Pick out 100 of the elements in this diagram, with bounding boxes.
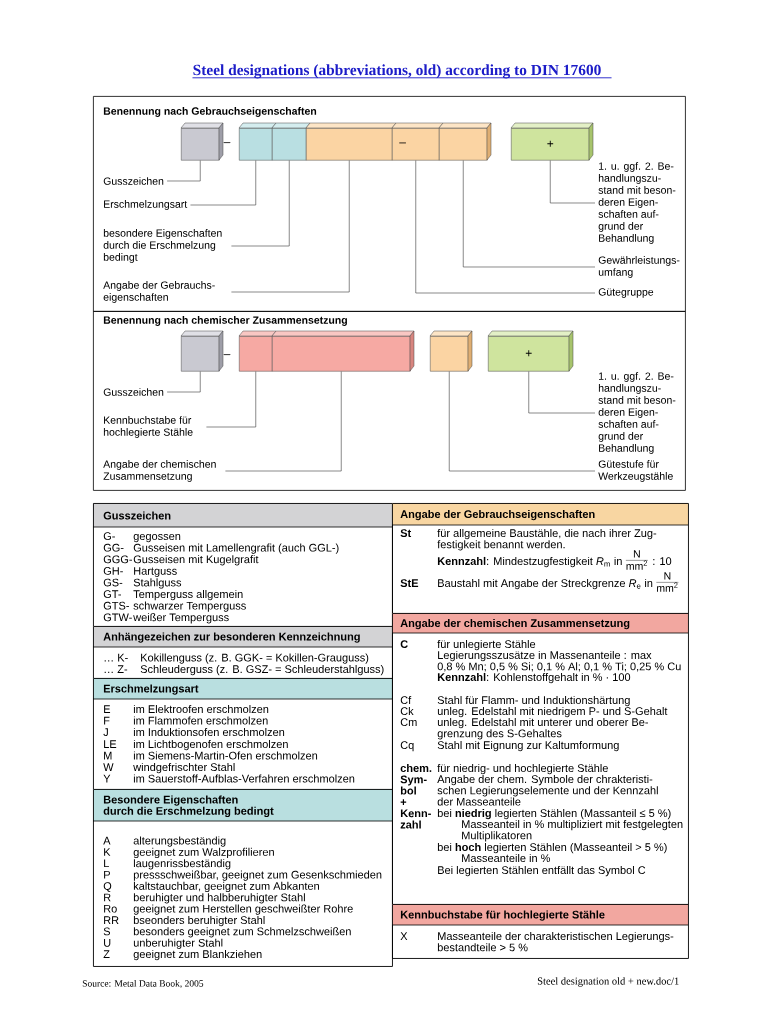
callout-label: besondere Eigenschaften durch die Erschmelzung bedingt [103,229,222,263]
description-text: schwarzer Temperguss [133,601,246,612]
abbreviation: Cm [400,718,417,726]
description-text: besonders geeignet zum Schmelzschweißen [133,927,351,938]
description-text: für unlegierte Stähle [437,639,536,651]
abbreviation: Cq [400,741,414,752]
abbreviation: Cf [400,695,412,704]
description-text: bei hoch legierten Stählen (Masseanteil > 5 %) [437,842,667,854]
description-text: unleg. Edelstahl mit niedrigem P- und S-Gehalt [437,706,668,718]
cuboid-block [180,330,224,372]
description-text: für allgemeine Baustähle, die nach ihrer Zug- festigkeit benannt werden. [437,528,657,551]
description-text: bseonders beruhigter Stahl [133,915,265,927]
abbreviation: GH- [103,567,123,575]
leader-line [166,160,201,182]
cuboid-block [180,122,224,161]
description-text: Kennzahl: Kohlenstoffgehalt in % · 100 [437,672,631,684]
leader-line [190,160,257,206]
callout-label: Kennbuchstabe für hochlegierte Stähle [103,416,193,438]
cuboid-block [438,122,492,161]
section-header: Besondere Eigenschaften durch die Erschmelzung bedingt [92,789,393,822]
abbreviation: R [104,893,111,902]
abbreviation: U [104,939,111,947]
cuboid-block: + [487,330,574,372]
abbreviation: StE [400,579,419,587]
section-header: Anhängezeichen zur besonderen Kennzeichnung [92,626,393,648]
description-text: Baustahl mit Angabe der Streckgrenze R$_{e}$ in [438,578,653,590]
abbreviation: RR [104,916,119,924]
abbreviation: GS- [103,578,123,587]
cuboid-block [271,330,415,372]
callout-label: Erschmelzungsart [104,200,188,210]
title: Steel designations (abbreviations, old) according to DIN 17600 [192,64,612,79]
abbreviation: E [104,705,111,713]
cuboid-block: – [391,122,444,161]
abbreviation: W [103,763,114,771]
callout-label: Gütegruppe [598,288,654,298]
description-text: Gusseisen mit Kugelgrafit [133,555,259,566]
abbreviation: Z [103,950,110,958]
description-text: Schleuderguss (z. B. GSZ- = Schleuderstahlguss) [140,664,384,676]
abbreviation: K [104,848,111,856]
fraction: N mm$^{2}$ [656,572,679,592]
description-text: alterungsbeständig [133,836,226,847]
description-text: für niedrig- und hochlegierte Stähle [437,763,608,775]
description-text: im Flammofen erschmolzen [133,716,268,725]
callout-label: 1. u. ggf. 2. Be- handlungszu- stand mit beson- deren Eigen- schaften auf- grund der Behandlung [598,162,676,244]
cuboid-block [429,330,473,372]
description-text: laugenrissbeständig [133,859,231,870]
description-text: Kokillenguss (z. B. GGK- = Kokillen-Grauguss) [141,653,369,664]
abbreviation: GTW- [103,613,132,622]
description-text: kaltstauchbar, geeignet zum Abkanten [133,881,319,893]
panel-heading: Benennung nach chemischer Zusammensetzung [103,316,347,326]
description-text: bei niedrig legierten Stählen (Massanteil ≤ 5 %) [437,808,671,820]
description-text: geeignet zum Herstellen geschweißter Rohre [133,904,353,915]
leader-line [448,371,596,472]
abbreviation: J [103,728,108,736]
leader-line [231,160,290,247]
description-text: Masseanteile in % [462,853,551,862]
abbreviation: LE [104,740,117,748]
abbreviation: G- [103,532,115,540]
description-text: im Lichtbogenofen erschmolzen [133,739,288,751]
source-note: Source: Metal Data Book, 2005 [82,980,204,989]
leader-line [225,371,342,472]
section-header: Kennbuchstabe für hochlegierte Stähle [391,904,689,926]
abbreviation: M [104,751,112,760]
description-text: im Induktionsofen erschmolzen [133,727,285,736]
description-text: beruhigter und halbberuhigter Stahl [133,893,305,904]
abbreviation: Y [103,774,111,783]
description-text: windgefrischter Stahl [133,762,235,774]
panel-heading: Benennung nach Gebrauchseigenschaften [103,107,317,117]
abbreviation: S [103,927,110,936]
leader-line [528,371,596,414]
description-text: gegossen [133,534,181,543]
section-header: Erschmelzungsart [92,678,393,700]
cuboid-block: + [510,122,594,161]
leader-line [231,160,350,293]
abbreviation: … K- [104,653,128,662]
callout-label: 1. u. ggf. 2. Be- handlungszu- stand mit beson- deren Eigen- schaften auf- grund der Behandlung [598,372,676,454]
callout-label: Gütestufe für Werkzeugstähle [598,460,673,482]
abbreviation: Ck [400,706,414,715]
description-text: Stahlguss [133,578,182,589]
description-text: Temperguss allgemein [133,589,243,601]
abbreviation: Ro [104,904,117,913]
callout-label: Angabe der chemischen Zusammensetzung [103,460,216,482]
abbreviation: L [104,859,109,868]
description-text: unberuhigter Stahl [133,938,223,949]
description-text: Gusseisen mit Lamellengrafit (auch GGL-) [133,543,339,554]
section-header: Gusszeichen [92,503,393,528]
abbreviation: GT- [103,590,122,598]
abbreviation: X [400,932,408,940]
section-header: Angabe der Gebrauchseigenschaften [391,503,689,526]
description-text: geeignet zum Walzprofilieren [133,847,274,859]
callout-label: Gusszeichen [103,388,164,396]
description-text: im Elektroofen erschmolzen [133,704,269,713]
separator-text: – [223,142,231,144]
abbreviation: GG- [103,543,124,552]
cuboid-block [305,122,397,161]
description-text: weißer Temperguss [133,613,229,624]
fraction: N mm$^{2}$ [625,550,649,570]
abbreviation: Q [103,882,112,892]
leader-line [166,371,201,393]
abbreviation: GGG- [103,555,133,564]
